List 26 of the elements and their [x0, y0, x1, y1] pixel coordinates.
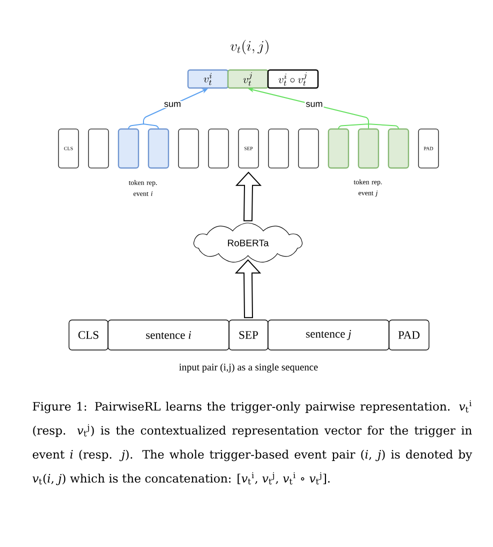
token-box — [298, 128, 319, 168]
block-arrow — [235, 172, 262, 222]
segment-box: CLS — [68, 320, 108, 350]
token-box — [208, 128, 229, 168]
token-box — [358, 128, 380, 169]
formula-title: $v_t(i,j)$ — [230, 40, 268, 54]
token-box — [178, 128, 199, 168]
token-box — [148, 128, 170, 169]
edge-label: sum — [304, 101, 324, 108]
block-arrow — [234, 259, 262, 318]
segment-box: PAD — [388, 320, 430, 350]
token-box — [118, 128, 140, 169]
model-cloud: RoBERTa — [194, 222, 302, 263]
token-box — [268, 128, 289, 168]
vector-box: $v_t^i$ — [187, 69, 229, 89]
edge-label: sum — [163, 101, 182, 108]
token-box — [388, 128, 410, 169]
segment-box: sentence j — [268, 320, 390, 350]
token-box — [88, 128, 109, 168]
vector-box: $v_t^j$ — [227, 69, 269, 89]
segment-box: sentence i — [108, 320, 230, 350]
figure-caption: Figure 1: PairwiseRL learns the trigger-only pairwise representation. v$_{t}$i (resp. v$_{t}$$^{j}$) is the contextualized representation vector for the trigger in event i (resp. j). The whole trigger-based event pair (i, j) is denoted by v$_{t}$(i, j) which is the concatenation: [v$_{t}$$^{i}$, v$_{t}$$^{j}$, v$_{t}$$^{i}$ ∘ v$_{t}$$^{j}$]. — [32, 400, 472, 486]
token-box — [328, 128, 350, 169]
segment-box: SEP — [228, 320, 268, 350]
sequence-label: input pair (i,j) as a single sequence — [179, 363, 318, 373]
vector-box: $v_t^i \circ v_t^j$ — [267, 69, 319, 89]
